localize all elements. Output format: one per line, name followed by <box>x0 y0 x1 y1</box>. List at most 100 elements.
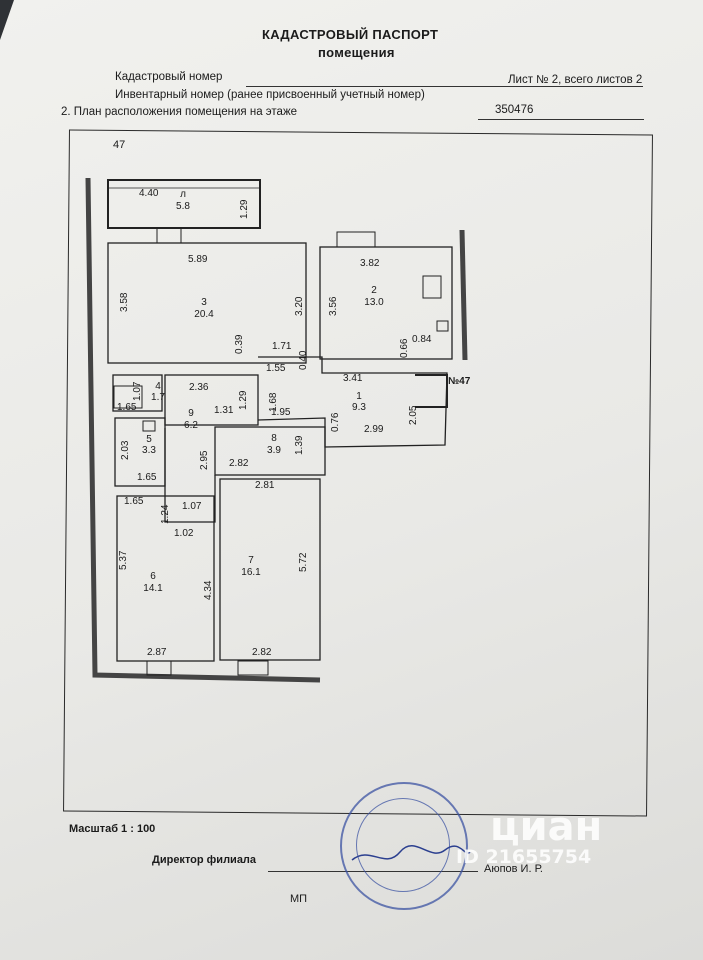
window-top-right <box>336 231 376 248</box>
room-6-area: 14.1 <box>143 583 163 594</box>
dim-2-99: 2.99 <box>364 424 384 435</box>
corridor-outline <box>257 356 448 448</box>
room-3-outline <box>107 242 307 364</box>
inventory-number-line <box>478 119 644 120</box>
dim-2-36: 2.36 <box>189 382 209 393</box>
dim-1-55: 1.55 <box>266 363 286 374</box>
director-name: Аюпов И. Р. <box>484 863 543 875</box>
room-8-id: 8 <box>271 433 277 444</box>
plan-line <box>351 845 471 861</box>
room-4-outline <box>112 374 163 412</box>
room-5-id: 5 <box>146 434 152 445</box>
stove-icon <box>422 275 442 299</box>
dim-3-82: 3.82 <box>360 258 380 269</box>
dim-0-76: 0.76 <box>330 412 341 432</box>
dim-1-02: 1.02 <box>174 528 194 539</box>
dim-2-81: 2.81 <box>255 480 275 491</box>
dim-5-72: 5.72 <box>298 552 309 572</box>
dim-2-82-room7: 2.82 <box>252 647 272 658</box>
room-7-area: 16.1 <box>241 567 261 578</box>
dim-2-82-room8: 2.82 <box>229 458 249 469</box>
room-6-id: 6 <box>150 571 156 582</box>
inventory-number-label: Инвентарный номер (ранее присвоенный уче… <box>115 89 425 101</box>
mp-label: МП <box>290 893 308 905</box>
dim-0-39: 0.39 <box>234 334 245 354</box>
dim-0-40: 0.40 <box>298 350 309 370</box>
corner-number: 47 <box>113 139 126 151</box>
room-3-id: 3 <box>201 297 207 308</box>
scale-label: Масштаб 1 : 100 <box>69 823 156 835</box>
dim-1-07-bath: 1.07 <box>132 381 143 401</box>
outer-left-wall <box>85 177 321 683</box>
room-4-id: 4 <box>155 381 161 392</box>
dim-0-84: 0.84 <box>412 334 432 345</box>
dim-4-34: 4.34 <box>203 580 214 600</box>
dim-3-58: 3.58 <box>119 292 130 312</box>
apartment-number: №47 <box>448 376 471 387</box>
dim-0-66: 0.66 <box>399 338 410 358</box>
room-l-id: л <box>180 189 186 200</box>
dim-1-39: 1.39 <box>294 435 305 455</box>
dim-1-65-room6: 1.65 <box>124 496 144 507</box>
dim-1-65-bath: 1.65 <box>117 402 137 413</box>
dim-1-95: 1.95 <box>271 407 291 418</box>
dim-5-37: 5.37 <box>118 550 129 570</box>
dim-5-89: 5.89 <box>188 254 208 265</box>
dim-2-87: 2.87 <box>147 647 167 658</box>
cadastral-number-line <box>246 86 643 87</box>
room-8-area: 3.9 <box>267 445 281 456</box>
official-stamp-inner <box>356 798 450 892</box>
dim-4-40: 4.40 <box>139 188 159 199</box>
dim-1-68: 1.68 <box>268 392 279 412</box>
dim-1-65-wc: 1.65 <box>137 472 157 483</box>
dim-1-29: 1.29 <box>238 390 249 410</box>
balcony <box>107 179 261 229</box>
watermark-id: ID 21655754 <box>456 846 592 868</box>
hallway-outline <box>164 428 216 523</box>
sheet-info: Лист № 2, всего листов 2 <box>508 74 643 86</box>
room-5-area: 3.3 <box>142 445 156 456</box>
room-8-outline <box>214 426 326 476</box>
bathtub-icon <box>113 385 143 409</box>
room-l-area: 5.8 <box>176 201 190 212</box>
dim-2-03: 2.03 <box>120 440 131 460</box>
room-9-id: 9 <box>188 408 194 419</box>
room-4-area: 1.7 <box>151 392 165 403</box>
cadastral-number-label: Кадастровый номер <box>115 71 223 83</box>
plan-label: 2. План расположения помещения на этаже <box>61 106 298 118</box>
director-label: Директор филиала <box>152 854 257 866</box>
room-9-area: 6.2 <box>184 420 198 431</box>
dim-1-71: 1.71 <box>272 341 292 352</box>
dim-3-20: 3.20 <box>294 296 305 316</box>
doc-title: КАДАСТРОВЫЙ ПАСПОРТ <box>262 27 439 42</box>
dim-3-41: 3.41 <box>343 373 363 384</box>
room-2-outline <box>319 246 453 360</box>
dim-1-24: 1.24 <box>160 504 171 524</box>
room-7-id: 7 <box>248 555 254 566</box>
dim-3-56: 3.56 <box>328 296 339 316</box>
dim-1-29-balcony: 1.29 <box>239 199 250 219</box>
room-7-outline <box>219 478 321 661</box>
window-bottom-left <box>146 660 172 676</box>
inventory-number-value: 350476 <box>495 104 534 116</box>
room-3-area: 20.4 <box>194 309 214 320</box>
window-bottom-right <box>237 660 269 676</box>
dim-2-05: 2.05 <box>408 405 419 425</box>
room-9-outline <box>164 374 259 426</box>
outer-right-wall <box>459 229 468 361</box>
dim-1-31: 1.31 <box>214 405 234 416</box>
room-2-id: 2 <box>371 285 377 296</box>
sink-icon <box>436 320 449 332</box>
toilet-icon <box>142 420 156 432</box>
doc-subtitle: помещения <box>318 45 395 60</box>
dim-2-95: 2.95 <box>199 450 210 470</box>
room-1-id: 1 <box>356 391 362 402</box>
room-1-area: 9.3 <box>352 402 366 413</box>
dim-1-07-hall: 1.07 <box>182 501 202 512</box>
entrance-opening <box>415 374 448 408</box>
official-stamp <box>340 782 468 910</box>
watermark-brand: циан <box>490 804 603 850</box>
